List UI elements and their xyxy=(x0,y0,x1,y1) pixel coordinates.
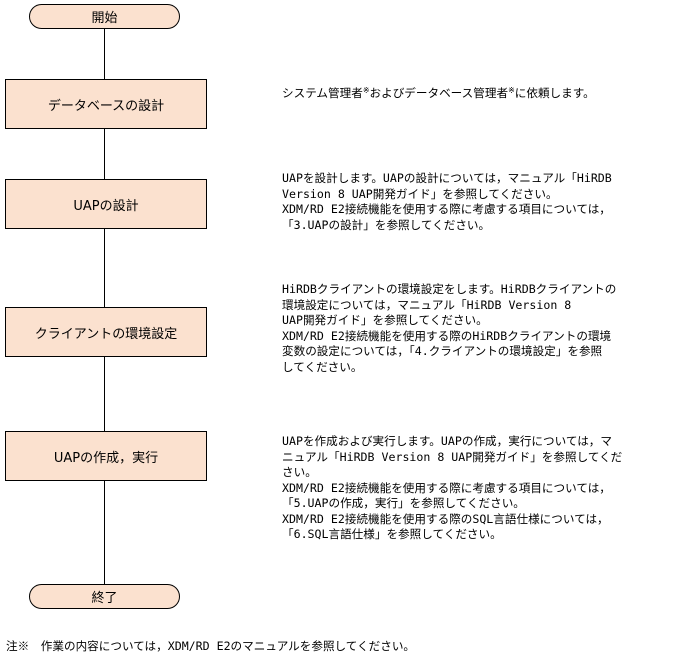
end-terminal: 終了 xyxy=(29,584,180,609)
description-line: UAPを作成および実行します。UAPの作成，実行については，マ xyxy=(282,434,612,448)
description-line: してください。 xyxy=(282,359,363,374)
description-line: UAP開発ガイド」を参照してください。 xyxy=(282,313,488,327)
step-label: データベースの設計 xyxy=(47,98,165,114)
description-line: 環境設定については，マニュアル「HiRDB Version 8 xyxy=(282,297,572,312)
start-label: 開始 xyxy=(91,11,118,26)
description-uap-build-run: UAPを作成および実行します。UAPの作成，実行については，マ ニュアル「HiR… xyxy=(282,434,682,543)
description-line: XDM/RD E2接続機能を使用する際に考慮する項目については， xyxy=(282,202,611,216)
step-client-setup: クライアントの環境設定 xyxy=(5,307,207,357)
footnote: 注※ 作業の内容については，XDM/RD E2のマニュアルを参照してください。 xyxy=(6,639,416,653)
end-label: 終了 xyxy=(91,591,118,606)
connector-line xyxy=(104,28,105,80)
description-line: 変数の設定については，「4.クライアントの環境設定」を参照 xyxy=(282,344,603,358)
step-database-design: データベースの設計 xyxy=(5,79,207,129)
step-label: UAPの作成，実行 xyxy=(53,450,159,466)
step-uap-design: UAPの設計 xyxy=(5,179,207,229)
description-line: UAPを設計します。UAPの設計については，マニュアル「HiRDB xyxy=(282,171,612,185)
description-line: XDM/RD E2接続機能を使用する際のHiRDBクライアントの環境 xyxy=(282,328,612,343)
start-terminal: 開始 xyxy=(29,4,180,29)
description-client-setup: HiRDBクライアントの環境設定をします。HiRDBクライアントの 環境設定につ… xyxy=(282,282,682,375)
description-line: XDM/RD E2接続機能を使用する際に考慮する項目については， xyxy=(282,480,611,495)
description-line: 「5.UAPの作成，実行」を参照してください。 xyxy=(282,496,525,510)
description-line: HiRDBクライアントの環境設定をします。HiRDBクライアントの xyxy=(282,282,617,296)
description-line: さい。 xyxy=(282,465,317,479)
connector-line xyxy=(104,129,105,180)
description-line: システム管理者※およびデータベース管理者※に依頼します。 xyxy=(282,86,595,100)
description-line: 「6.SQL言語仕様」を参照してください。 xyxy=(282,527,502,541)
description-line: XDM/RD E2接続機能を使用する際のSQL言語仕様については， xyxy=(282,511,609,526)
connector-line xyxy=(104,357,105,432)
step-label: クライアントの環境設定 xyxy=(34,326,178,342)
description-line: ニュアル「HiRDB Version 8 UAP開発ガイド」を参照してくだ xyxy=(282,449,623,464)
step-label: UAPの設計 xyxy=(73,198,139,214)
description-line: 「3.UAPの設計」を参照してください。 xyxy=(282,217,491,232)
description-database-design: システム管理者※およびデータベース管理者※に依頼します。 xyxy=(282,83,682,102)
connector-line xyxy=(104,229,105,308)
description-line: Version 8 UAP開発ガイド」を参照してください。 xyxy=(282,186,558,201)
step-uap-build-run: UAPの作成，実行 xyxy=(5,431,207,481)
description-uap-design: UAPを設計します。UAPの設計については，マニュアル「HiRDB Versio… xyxy=(282,171,682,233)
connector-line xyxy=(104,481,105,584)
